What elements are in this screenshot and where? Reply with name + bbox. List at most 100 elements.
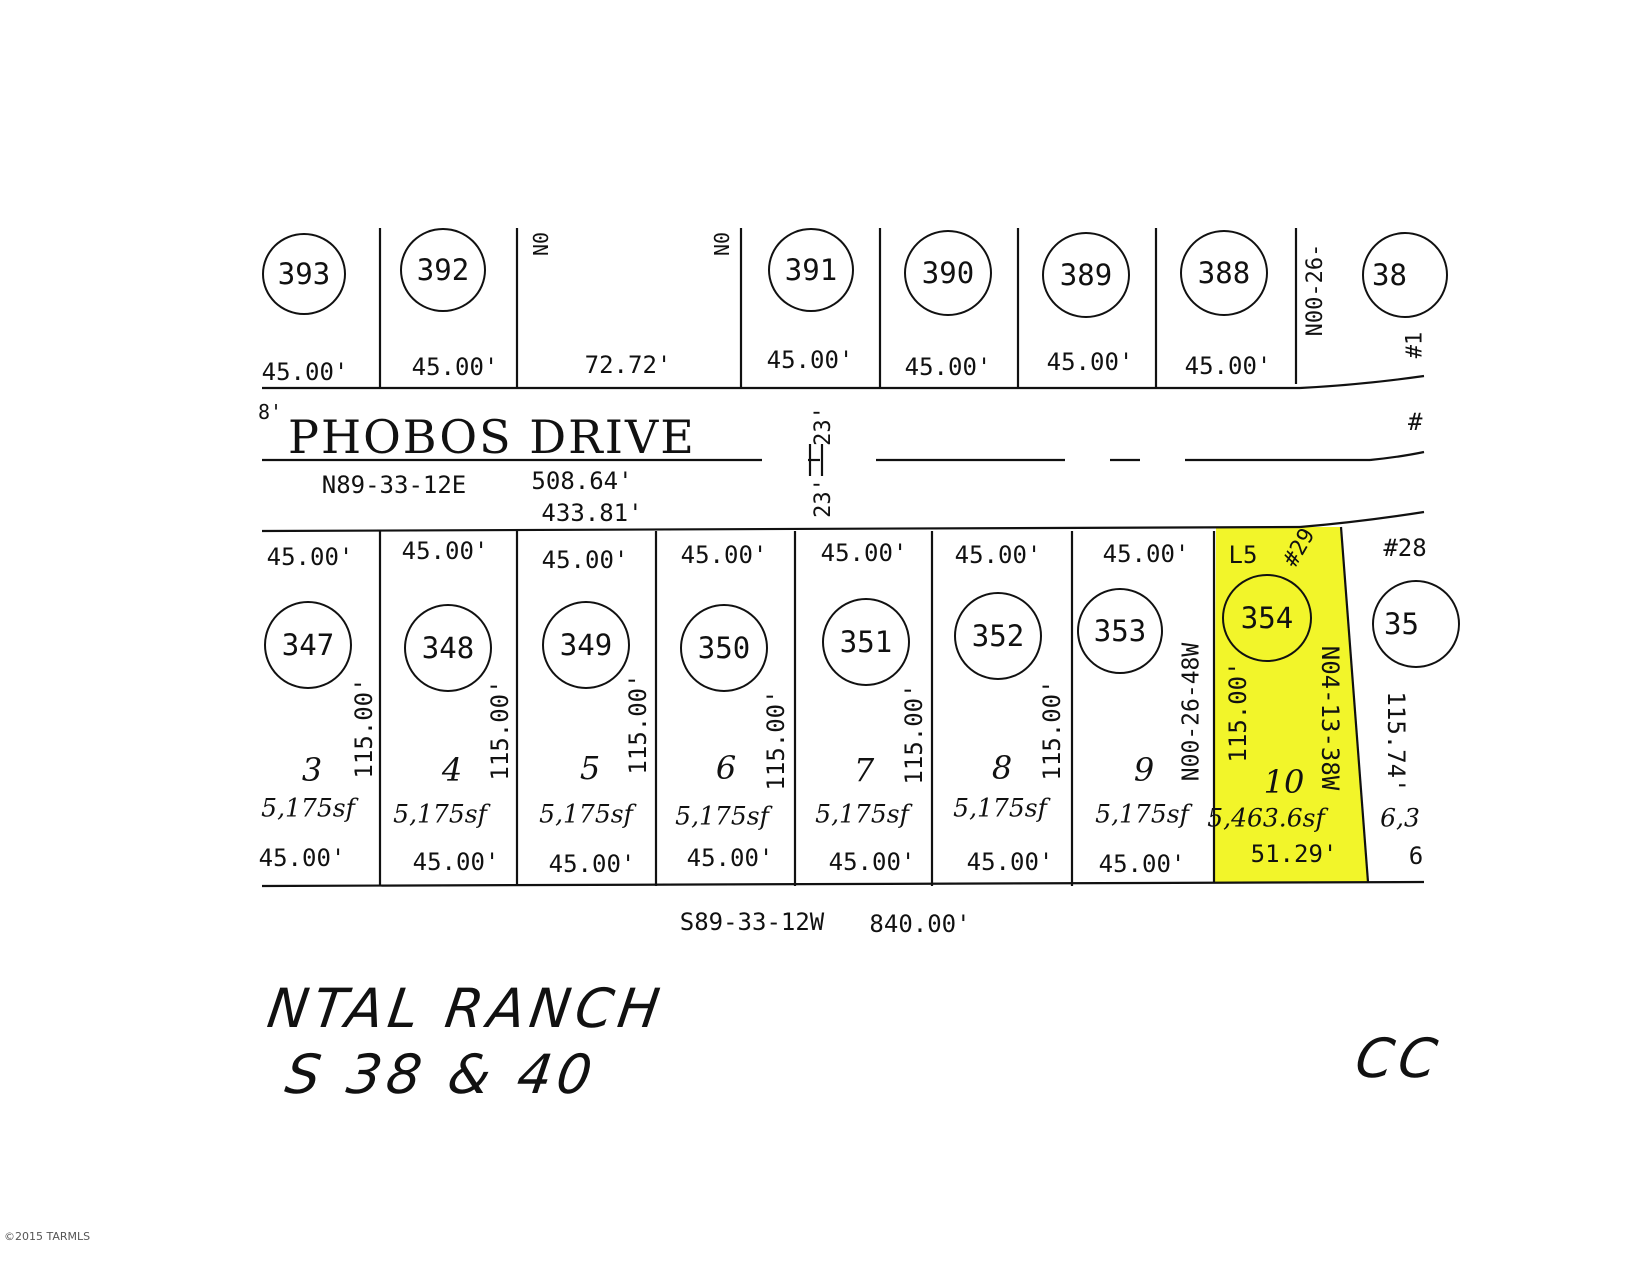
lot-4-front: 45.00': [401, 537, 489, 565]
parcel-number: 354: [1240, 601, 1294, 635]
north-bearing-fragment-right: N0: [710, 231, 734, 257]
lot-lines: [261, 228, 1425, 888]
lot-4-number: 4: [441, 751, 463, 789]
street-fragment-left: 8': [258, 400, 283, 424]
north-frontage-389: 45.00': [1046, 348, 1134, 376]
subdivision-right-clip: CC: [1352, 1018, 1446, 1090]
next-lot-area: 6,3: [1380, 803, 1420, 833]
street-fragment-right: #: [1408, 408, 1423, 436]
lot-9-bearing: N00-26-48W: [1178, 642, 1205, 782]
lot-7-front: 45.00': [820, 539, 908, 567]
parcel-number: 388: [1197, 256, 1251, 290]
lot-9-rear: 45.00': [1098, 850, 1186, 878]
north-frontage-391: 45.00': [766, 346, 854, 374]
lot-9-number: 9: [1133, 751, 1155, 789]
parcel-number: 35: [1384, 607, 1419, 641]
parcel-number: 38: [1372, 258, 1407, 292]
lot-3-depth: 115.00': [350, 677, 378, 779]
lot-6-depth: 115.00': [762, 689, 790, 791]
subject-depth: 115.00': [1224, 661, 1252, 763]
north-frontage-388: 45.00': [1184, 352, 1272, 380]
parcel-number: 392: [416, 253, 470, 287]
parcel-bubble-388: 388: [1180, 230, 1268, 316]
lot-5-rear: 45.00': [548, 850, 636, 878]
street-name: PHOBOS DRIVE: [288, 410, 696, 464]
north-bearing-right: N00-26-: [1303, 243, 1328, 337]
lot-6-rear: 45.00': [686, 844, 774, 872]
subject-rear: 51.29': [1250, 840, 1338, 868]
lot-3-rear: 45.00': [258, 844, 346, 872]
north-curve-label: #1: [1402, 331, 1428, 359]
north-frontage-390: 45.00': [904, 353, 992, 381]
lot-8-front: 45.00': [954, 541, 1042, 569]
lot-7-rear: 45.00': [828, 848, 916, 876]
parcel-number: 347: [281, 628, 335, 662]
next-lot-rear: 6: [1408, 842, 1424, 870]
street-length-inner: 433.81': [541, 499, 643, 527]
lot-3-area: 5,175sf: [261, 793, 355, 823]
lot-4-area: 5,175sf: [393, 799, 487, 829]
copyright-notice: ©2015 TARMLS: [4, 1230, 91, 1243]
parcel-number: 351: [839, 625, 893, 659]
street-row-top: 23': [811, 406, 836, 446]
parcel-number: 353: [1093, 614, 1147, 648]
parcel-number: 348: [421, 631, 475, 665]
parcel-bubble-347: 347: [264, 601, 352, 689]
lot-9-area: 5,175sf: [1095, 799, 1189, 829]
lot-4-depth: 115.00': [486, 679, 514, 781]
parcel-bubble-partial: 38: [1362, 232, 1448, 318]
lot-8-number: 8: [991, 749, 1013, 787]
parcel-bubble-348: 348: [404, 604, 492, 692]
subdivision-name: NTAL RANCH: [263, 977, 669, 1040]
north-bearing-fragment-left: N0: [529, 231, 553, 257]
parcel-number: 350: [697, 631, 751, 665]
lot-5-number: 5: [579, 749, 601, 787]
subdivision-line2: S 38 & 40: [281, 1043, 601, 1106]
street-bearing: N89-33-12E: [321, 471, 467, 499]
subject-lot-number: 10: [1263, 763, 1305, 801]
parcel-bubble-390: 390: [904, 230, 992, 316]
north-frontage-392: 45.00': [411, 353, 499, 381]
lot-7-area: 5,175sf: [815, 799, 909, 829]
lot-9-front: 45.00': [1102, 540, 1190, 568]
boundary-length: 840.00': [869, 910, 971, 938]
lot-6-front: 45.00': [680, 541, 768, 569]
lot-6-number: 6: [715, 749, 737, 787]
parcel-bubble-392: 392: [400, 228, 486, 312]
parcel-bubble-353: 353: [1077, 588, 1163, 674]
lot-3-number: 3: [301, 751, 323, 789]
north-frontage-72: 72.72': [584, 351, 672, 379]
parcel-number: 390: [921, 256, 975, 290]
parcel-bubble-partial-south: 35: [1372, 580, 1460, 668]
subject-area: 5,463.6sf: [1207, 803, 1325, 833]
lot-5-area: 5,175sf: [539, 799, 633, 829]
next-curve-label: #28: [1383, 534, 1427, 562]
subject-line-label: L5: [1228, 541, 1258, 569]
subdivision-line2-clip: S 38 & 40: [262, 1043, 662, 1106]
parcel-number: 393: [277, 257, 331, 291]
parcel-bubble-352: 352: [954, 592, 1042, 680]
subject-bearing: N04-13-38W: [1316, 645, 1344, 791]
lot-8-rear: 45.00': [966, 848, 1054, 876]
parcel-number: 389: [1059, 258, 1113, 292]
street-length-north: 508.64': [531, 467, 633, 495]
lot-4-rear: 45.00': [412, 848, 500, 876]
lot-6-area: 5,175sf: [675, 801, 769, 831]
parcel-bubble-391: 391: [768, 228, 854, 312]
parcel-number: 349: [559, 628, 613, 662]
north-frontage-393: 45.00': [261, 358, 349, 386]
parcel-bubble-393: 393: [262, 233, 346, 315]
parcel-bubble-389: 389: [1042, 232, 1130, 318]
boundary-bearing: S89-33-12W: [679, 908, 825, 936]
lot-7-number: 7: [853, 751, 875, 789]
lot-3-front: 45.00': [266, 543, 354, 571]
parcel-bubble-351: 351: [822, 598, 910, 686]
parcel-bubble-349: 349: [542, 601, 630, 689]
parcel-bubble-354: 354: [1222, 574, 1312, 662]
parcel-bubble-350: 350: [680, 604, 768, 692]
lot-8-depth: 115.00': [1038, 679, 1066, 781]
subdivision-right-fragment: CC: [1351, 1027, 1446, 1090]
street-row-bottom: 23': [811, 478, 836, 518]
lot-5-depth: 115.00': [624, 673, 652, 775]
lot-7-depth: 115.00': [900, 683, 928, 785]
